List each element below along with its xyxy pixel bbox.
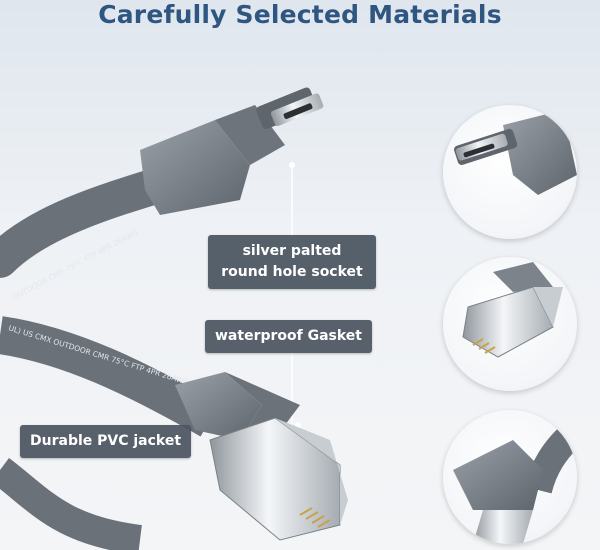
rj45-plug bbox=[175, 372, 348, 541]
plug-detail-icon bbox=[454, 110, 577, 195]
bottom-cable bbox=[0, 458, 143, 550]
socket-label: silver palted round hole socket bbox=[208, 235, 376, 289]
rj45-connector-icon bbox=[462, 262, 563, 358]
gasket-label: waterproof Gasket bbox=[205, 320, 372, 353]
rj45-boot-icon bbox=[453, 419, 577, 544]
socket-label-line2: round hole socket bbox=[221, 264, 363, 280]
jacket-label: Durable PVC jacket bbox=[20, 425, 192, 458]
detail-circle-boot bbox=[443, 410, 577, 544]
page-title: Carefully Selected Materials bbox=[98, 0, 502, 29]
lower-cable bbox=[0, 316, 220, 437]
detail-circle-plug bbox=[443, 105, 577, 239]
detail-circle-connector bbox=[443, 257, 577, 391]
top-plug bbox=[140, 87, 324, 215]
socket-label-line1: silver palted bbox=[242, 243, 342, 259]
